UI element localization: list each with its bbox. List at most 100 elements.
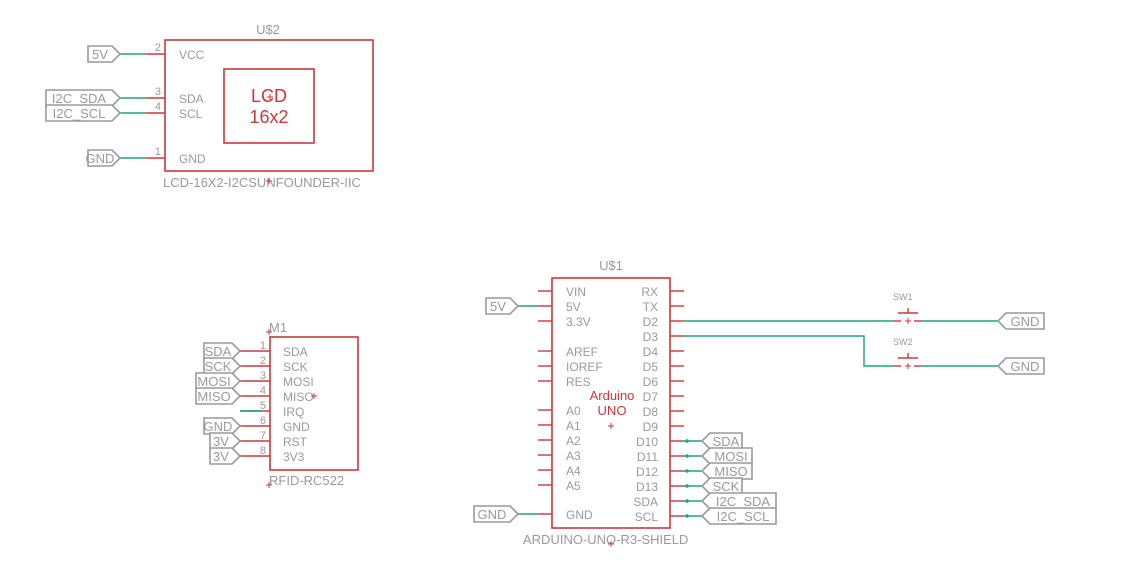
pin-number: 4: [155, 101, 161, 113]
net-flag-miso[interactable]: MISO: [195, 387, 242, 405]
arduino-pin-d3[interactable]: D3: [643, 330, 684, 344]
origin-markers: [266, 94, 614, 547]
arduino-pin-d11[interactable]: D11: [637, 450, 702, 464]
pin-label: 3.3V: [566, 315, 591, 329]
net-flag-label: I2C_SDA: [52, 91, 107, 106]
net-flag-label: MOSI: [197, 374, 230, 389]
net-flag-label: GND: [1011, 359, 1040, 374]
arduino-pin-d9[interactable]: D9: [643, 420, 684, 434]
arduino-label-line1: Arduino: [590, 388, 635, 403]
pin-label: D13: [636, 480, 658, 494]
pin-number: 1: [155, 146, 161, 158]
arduino-pin-d5[interactable]: D5: [643, 360, 684, 374]
pin-label: VCC: [179, 48, 205, 62]
pin-label: IOREF: [566, 360, 603, 374]
net-flag-mosi[interactable]: MOSI: [195, 372, 242, 390]
arduino-pin-5v[interactable]: 5V: [518, 300, 581, 314]
net-flag-shape: [45, 89, 122, 107]
junction-dot: [685, 454, 689, 458]
arduino-pin-scl[interactable]: SCL: [635, 510, 702, 524]
arduino-pin-a0[interactable]: A0: [538, 404, 581, 418]
net-flag-sda[interactable]: SDA: [203, 342, 242, 360]
net-flag-3v[interactable]: 3V: [209, 432, 242, 450]
pin-label: RX: [641, 285, 658, 299]
rfid-body: [269, 336, 359, 471]
net-flag-gnd[interactable]: GND: [473, 505, 520, 523]
arduino-pin-tx[interactable]: TX: [643, 300, 684, 314]
net-flag-gnd[interactable]: GND: [996, 357, 1045, 375]
arduino-pin-sda[interactable]: SDA: [633, 495, 702, 509]
net-flag-shape: [203, 417, 242, 435]
arduino-pin-aref[interactable]: AREF: [538, 345, 598, 359]
arduino-pin-d13[interactable]: D13: [636, 480, 702, 494]
pin-label: D2: [643, 315, 659, 329]
net-flag-shape: [700, 447, 753, 465]
arduino-pin-a5[interactable]: A5: [538, 479, 581, 493]
net-flag-i2c-sda[interactable]: I2C_SDA: [700, 492, 777, 510]
arduino-pin-3-3v[interactable]: 3.3V: [538, 315, 591, 329]
net-flag-gnd[interactable]: GND: [86, 149, 122, 167]
arduino-pin-a3[interactable]: A3: [538, 449, 581, 463]
pin-label: A1: [566, 419, 581, 433]
pin-number: 5: [260, 400, 266, 412]
arduino-pin-d8[interactable]: D8: [643, 405, 684, 419]
arduino-board[interactable]: U$1 ARDUINO-UNO-R3-SHIELD Arduino UNO VI…: [518, 258, 702, 547]
arduino-pin-a1[interactable]: A1: [538, 419, 581, 433]
net-flag-5v[interactable]: 5V: [485, 297, 520, 315]
rfid-ref: M1: [269, 320, 287, 335]
net-flag-3v[interactable]: 3V: [209, 447, 242, 465]
net-flag-shape: [996, 357, 1045, 375]
net-flag-shape: [195, 372, 242, 390]
arduino-pin-gnd[interactable]: GND: [518, 508, 593, 522]
net-flag-gnd[interactable]: GND: [996, 312, 1045, 330]
net-flag-label: GND: [86, 151, 115, 166]
arduino-pin-vin[interactable]: VIN: [538, 285, 586, 299]
lcd-module[interactable]: LCD 16x2 U$2 LCD-16X2-I2CSUNFOUNDER-IIC …: [106, 22, 374, 190]
pin-number: 4: [260, 385, 266, 397]
net-flag-sda[interactable]: SDA: [700, 432, 743, 450]
net-flag-sck[interactable]: SCK: [700, 477, 743, 495]
pin-label: D5: [643, 360, 659, 374]
pin-label: D10: [636, 435, 658, 449]
switch-sw1[interactable]: SW1: [684, 292, 998, 324]
switch-sw2[interactable]: SW2: [684, 335, 998, 369]
net-flag-i2c-scl[interactable]: I2C_SCL: [700, 507, 777, 525]
arduino-pin-d2[interactable]: D2: [643, 315, 684, 329]
arduino-pin-d6[interactable]: D6: [643, 375, 684, 389]
pin-label: A2: [566, 434, 581, 448]
pin-label: D9: [643, 420, 659, 434]
arduino-pin-d10[interactable]: D10: [636, 435, 702, 449]
net-flag-label: I2C_SDA: [716, 494, 771, 509]
net-flag-mosi[interactable]: MOSI: [700, 447, 753, 465]
arduino-body: [551, 277, 671, 529]
net-flag-miso[interactable]: MISO: [700, 462, 753, 480]
net-flag-gnd[interactable]: GND: [203, 417, 242, 435]
pin-number: 8: [260, 445, 266, 457]
net-flag-sck[interactable]: SCK: [203, 357, 242, 375]
pin-label: 5V: [566, 300, 581, 314]
net-flag-label: 5V: [490, 299, 506, 314]
arduino-pin-ioref[interactable]: IOREF: [538, 360, 603, 374]
arduino-pin-a2[interactable]: A2: [538, 434, 581, 448]
pin-label: SCL: [179, 107, 203, 121]
arduino-pin-d7[interactable]: D7: [643, 390, 684, 404]
arduino-pin-res[interactable]: RES: [538, 375, 591, 389]
net-flag-i2c-scl[interactable]: I2C_SCL: [45, 104, 122, 122]
arduino-pin-d4[interactable]: D4: [643, 345, 684, 359]
arduino-pin-a4[interactable]: A4: [538, 464, 581, 478]
pin-number: 3: [260, 370, 266, 382]
net-flag-label: I2C_SCL: [53, 106, 106, 121]
arduino-pin-rx[interactable]: RX: [641, 285, 684, 299]
net-flag-label: GND: [204, 419, 233, 434]
net-flag-5v[interactable]: 5V: [87, 45, 122, 63]
arduino-pin-d12[interactable]: D12: [636, 465, 702, 479]
net-flag-i2c-sda[interactable]: I2C_SDA: [45, 89, 122, 107]
net-flag-shape: [195, 387, 242, 405]
pin-label: D6: [643, 375, 659, 389]
